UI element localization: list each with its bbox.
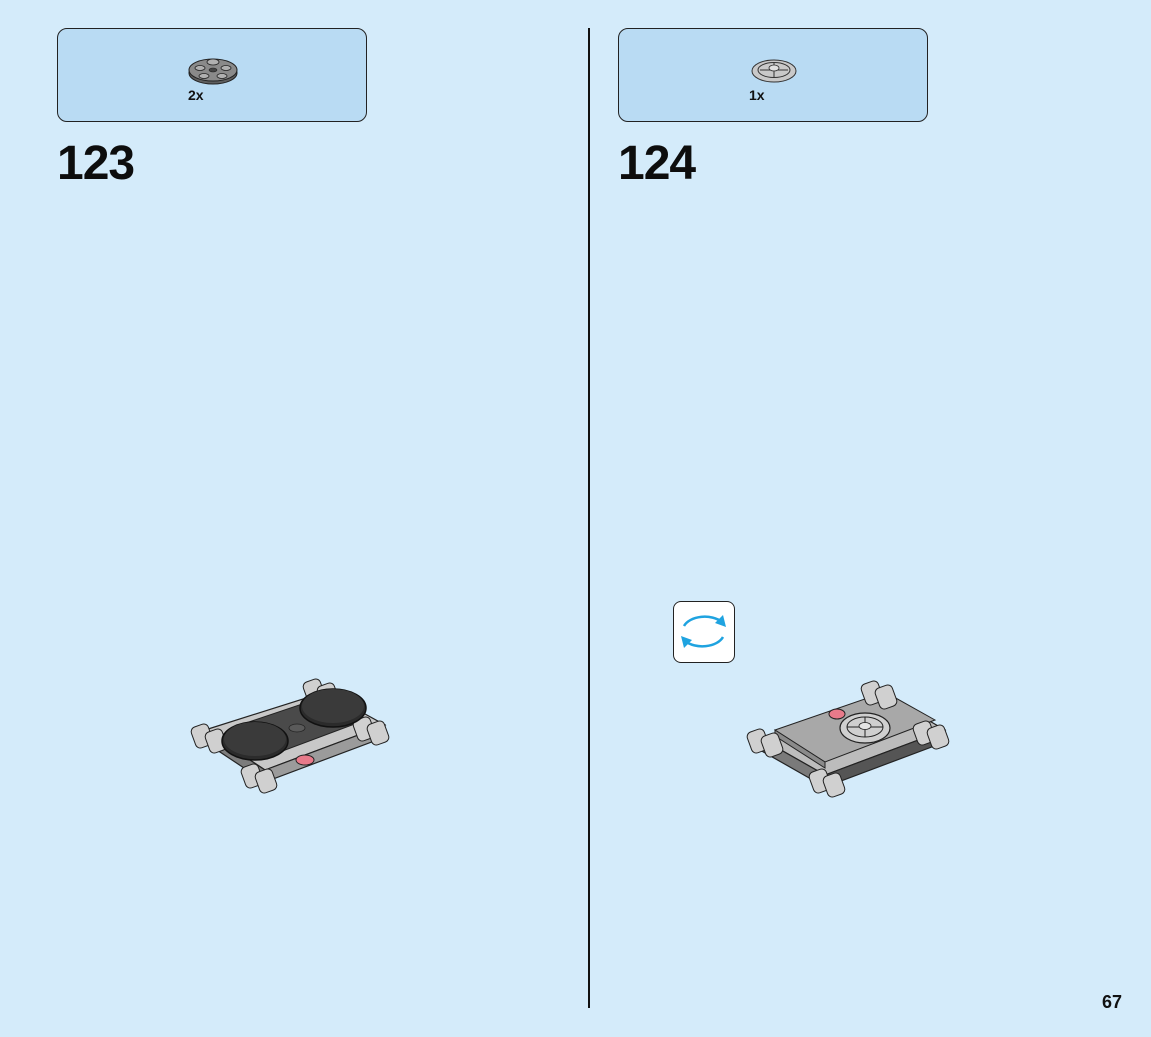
round-plate-dark-gray-icon <box>188 58 238 85</box>
parts-callout-box: 2x <box>57 28 367 122</box>
step-number: 123 <box>57 137 135 190</box>
vehicle-chassis-model <box>190 678 390 794</box>
parts-callout-box: 1x <box>618 28 928 122</box>
step-number: 124 <box>618 137 696 190</box>
rotate-model-icon <box>681 615 726 648</box>
part-quantity: 2x <box>188 87 204 103</box>
steering-wheel-light-gray-icon <box>751 59 797 83</box>
page-divider <box>588 28 590 1008</box>
page-number: 67 <box>1101 992 1122 1012</box>
part-quantity: 1x <box>749 87 765 103</box>
vehicle-chassis-rotated-model <box>746 680 950 798</box>
rotate-model-box <box>673 601 735 663</box>
